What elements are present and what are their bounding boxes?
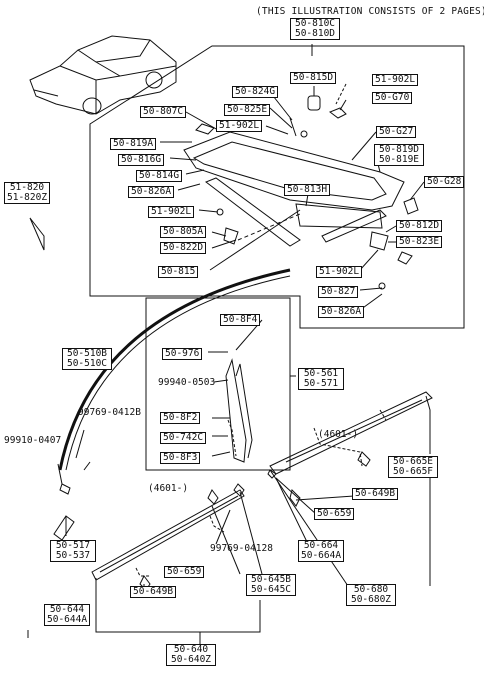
part-label-50-8F4: 50-8F4 [220,314,261,326]
illustration-note: (THIS ILLUSTRATION CONSISTS OF 2 PAGES) [256,6,484,17]
car-illustration [29,35,177,115]
part-label-50-824G: 50-824G [232,86,279,98]
part-label-50-659: 50-659 [314,508,355,520]
part-label-50-815D: 50-815D [290,72,337,84]
part-label-50-823E: 50-823E [396,236,443,248]
part-label-50-8F2: 50-8F2 [160,412,201,424]
part-label-50-G70: 50-G70 [372,92,413,104]
part-label-50-816G: 50-816G [118,154,165,166]
part-number-99940-0503: 99940-0503 [158,377,216,388]
part-label-50-976: 50-976 [162,348,203,360]
part-label-50-822D: 50-822D [160,242,207,254]
part-number-99910-0407: 99910-0407 [4,435,62,446]
part-label-50-814G: 50-814G [136,170,183,182]
part-label-50-659-b: 50-659 [164,566,205,578]
note-4601-front: (4601-) [148,483,189,494]
part-label-51-902L: 51-902L [372,74,419,86]
part-label-51-902L-c: 51-902L [148,206,195,218]
part-label-51-902L-d: 51-902L [316,266,363,278]
part-label-50-826A: 50-826A [128,186,175,198]
part-label-50-649B-b: 50-649B [130,586,177,598]
part-label-50-G27: 50-G27 [376,126,417,138]
part-label-51-902L-b: 51-902L [216,120,263,132]
part-label-50-812D: 50-812D [396,220,443,232]
part-label-50-742C: 50-742C [160,432,207,444]
part-label-50-807C: 50-807C [140,106,187,118]
part-label-50-8F3: 50-8F3 [160,452,201,464]
part-label-50-813H: 50-813H [284,184,331,196]
part-label-50-805A: 50-805A [160,226,207,238]
part-label-50-815: 50-815 [158,266,199,278]
part-label-50-819A: 50-819A [110,138,157,150]
part-label-50-825E: 50-825E [224,104,271,116]
note-4601-rear: (4601-) [318,429,359,440]
part-label-50-G28: 50-G28 [424,176,465,188]
part-number-99769-04128: 99769-04128 [210,543,273,554]
part-label-50-826A-b: 50-826A [318,306,365,318]
part-number-99769-0412B: 99769-0412B [78,407,141,418]
part-label-50-649B: 50-649B [352,488,399,500]
part-label-50-827: 50-827 [318,286,359,298]
